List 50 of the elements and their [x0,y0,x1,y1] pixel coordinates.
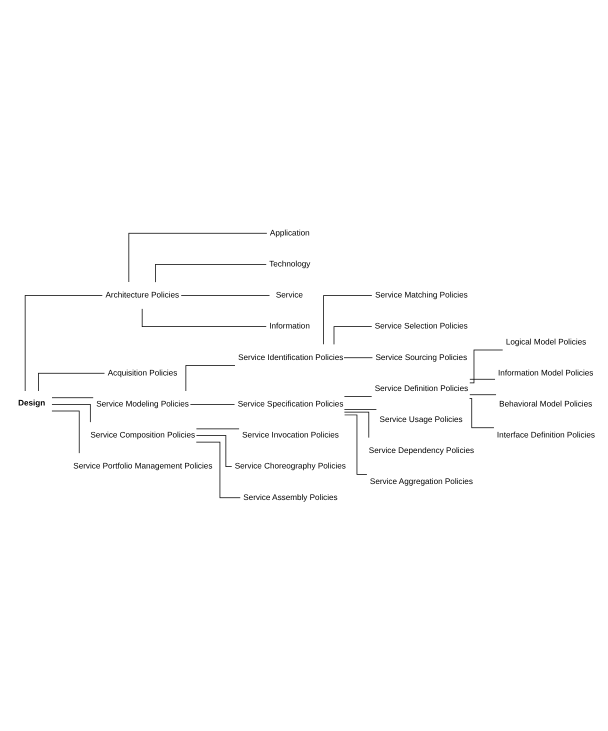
node-text: Behavioral Model Policies [499,399,592,408]
node-text: Service Assembly Policies [243,492,338,502]
connector [344,357,373,358]
node-text: Application [270,228,310,238]
node-text: Logical Model Policies [506,337,586,346]
node-text: Service Aggregation Policies [370,477,473,486]
node-text: Service Composition Policies [90,430,196,440]
connector [469,378,496,380]
node-text: Service [276,290,303,300]
connector [142,308,267,327]
connector [52,397,94,398]
node-text: Interface Definition Policies [496,430,595,440]
node-text: Service Invocation Policies [242,430,339,440]
connector [186,365,236,392]
node-text: Architecture Policies [106,290,180,300]
connector [469,398,494,428]
connector [180,295,270,296]
connector [190,404,235,405]
connector [344,412,370,438]
node-text: Service Portfolio Management Policies [73,462,212,471]
node-text: Information [269,322,310,331]
connector [155,264,267,282]
connector [323,295,372,345]
connector [469,394,496,396]
connector [52,410,80,454]
connector [38,372,105,392]
node-text: Service Usage Policies [380,415,463,424]
connector [128,232,268,282]
connector [196,435,232,467]
node-text: Service Modeling Policies [96,399,189,408]
connector [196,442,241,498]
connector [469,350,504,384]
node-text: Technology [269,259,310,268]
node-text: Service Dependency Policies [368,446,474,456]
node-text: Acquisition Policies [108,368,178,378]
node-text: Information Model Policies [498,368,594,378]
node-text: Service Definition Policies [374,384,468,393]
connector [196,428,240,430]
connector [344,396,372,397]
connector [344,409,377,410]
connector [24,295,103,392]
node-text: Service Identification Policies [238,352,344,362]
connector [52,404,91,422]
node-text: Service Specification Policies [238,399,344,408]
node-text: Service Selection Policies [374,322,468,331]
node-text: Service Sourcing Policies [375,352,468,362]
node-text: Service Choreography Policies [234,462,346,471]
connector [334,326,372,345]
node-text: Design [18,398,46,408]
node-text: Service Matching Policies [375,290,468,300]
